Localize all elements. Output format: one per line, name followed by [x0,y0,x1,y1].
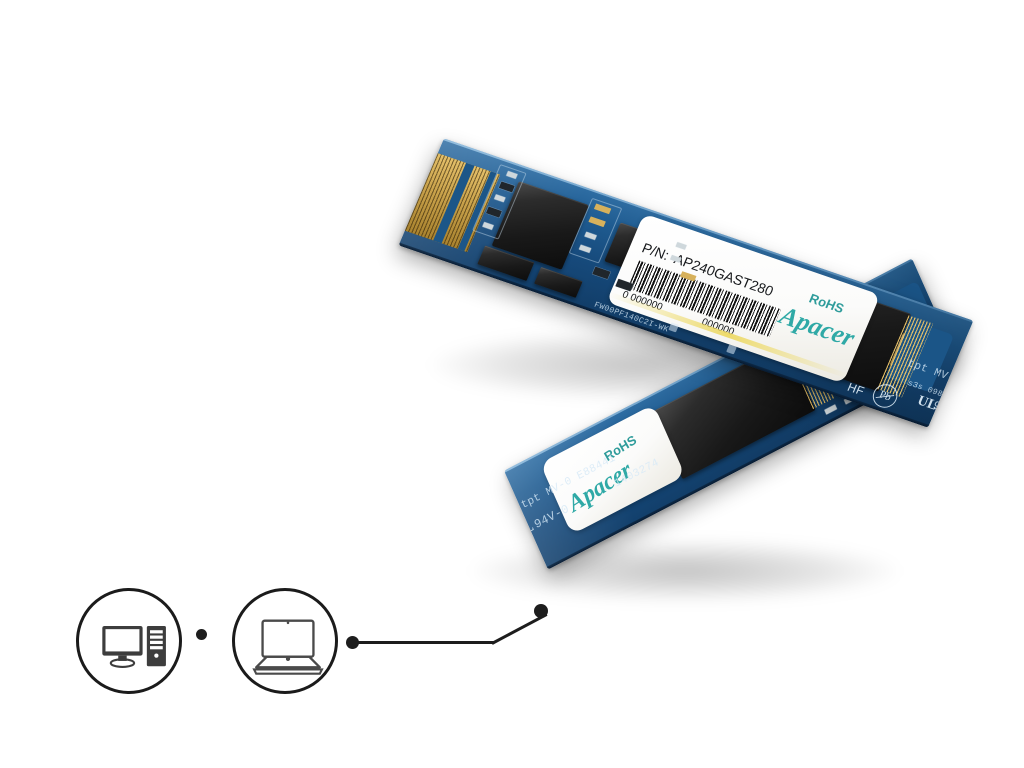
compat-icon-desktop[interactable] [76,588,182,694]
desktop-pc-icon [102,625,166,668]
separator-dot [196,629,207,640]
smd-passive [824,404,838,415]
silk-flame-rating-front: 94V-0 [930,398,972,424]
product-label: P/N: AP240GAST280 0 000000 000000 RoHS A… [606,213,881,384]
silk-flame-rating-back: 94V-0 [532,501,572,533]
label-apacer-logo: Apacer [775,300,860,353]
part-number-prefix: P/N: [639,239,672,264]
silk-pad [726,344,737,355]
leader-dot-right [534,604,548,618]
compat-icon-laptop[interactable] [232,588,338,694]
silk-pad [668,322,680,333]
smd-passive [592,266,611,280]
laptop-icon [252,619,324,675]
leader-line-horizontal [352,641,494,644]
